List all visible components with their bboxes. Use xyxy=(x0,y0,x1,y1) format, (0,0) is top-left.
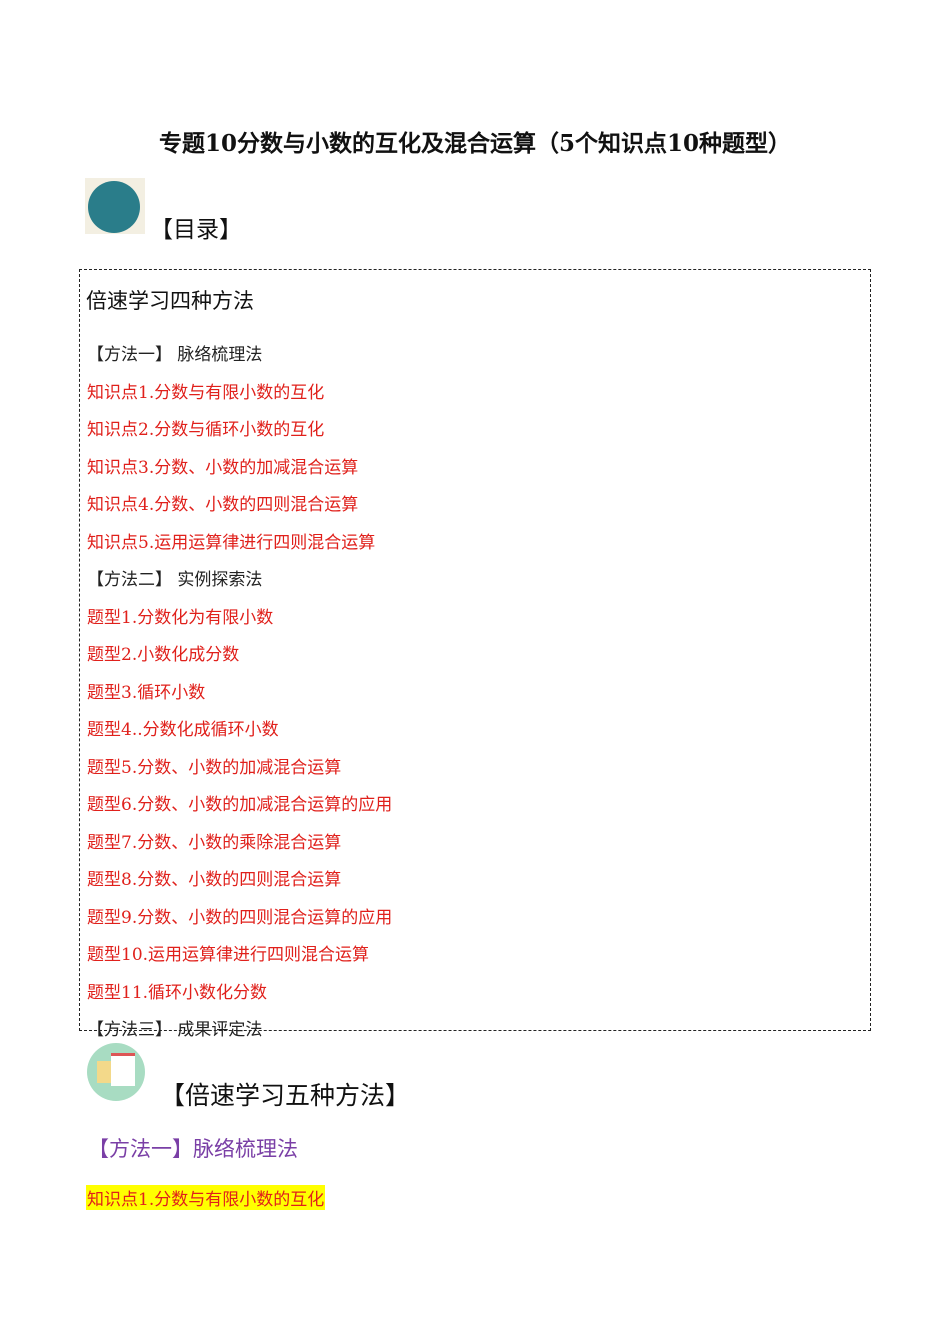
toc-link-type[interactable]: 题型10.运用运算律进行四则混合运算 xyxy=(87,945,370,965)
toc-method2: 【方法二】 实例探索法 xyxy=(87,570,263,590)
toc-link-knowledge[interactable]: 知识点5.运用运算律进行四则混合运算 xyxy=(87,532,376,553)
toc-link-type[interactable]: 题型6.分数、小数的加减混合运算的应用 xyxy=(87,795,393,815)
toc-link-type[interactable]: 题型7.分数、小数的乘除混合运算 xyxy=(87,832,342,853)
toc-link-type[interactable]: 题型3.循环小数 xyxy=(87,682,206,703)
toc-box-title: 倍速学习四种方法 xyxy=(86,289,254,313)
toc-heading: 【目录】 xyxy=(150,217,242,243)
highlighted-knowledge-item: 知识点1.分数与有限小数的互化 xyxy=(86,1185,326,1210)
toc-link-knowledge[interactable]: 知识点2.分数与循环小数的互化 xyxy=(87,420,325,440)
toc-link-knowledge[interactable]: 知识点4.分数、小数的四则混合运算 xyxy=(87,495,359,515)
toc-link-knowledge[interactable]: 知识点3.分数、小数的加减混合运算 xyxy=(87,457,359,478)
toc-link-type[interactable]: 题型5.分数、小数的加减混合运算 xyxy=(87,757,342,778)
toc-link-type[interactable]: 题型2.小数化成分数 xyxy=(87,645,240,665)
folder-icon xyxy=(87,1043,145,1101)
toc-link-type[interactable]: 题型11.循环小数化分数 xyxy=(87,982,268,1003)
document-title: 专题10分数与小数的互化及混合运算（5个知识点10种题型） xyxy=(158,130,792,157)
toc-box xyxy=(79,269,871,1031)
toc-link-type[interactable]: 题型4..分数化成循环小数 xyxy=(87,720,279,740)
section-method1: 【方法一】脉络梳理法 xyxy=(88,1137,298,1161)
toc-method3: 【方法三】 成果评定法 xyxy=(87,1020,263,1040)
section-heading: 【倍速学习五种方法】 xyxy=(160,1081,411,1110)
stationery-icon xyxy=(85,178,145,234)
toc-link-type[interactable]: 题型8.分数、小数的四则混合运算 xyxy=(87,870,342,890)
toc-link-knowledge[interactable]: 知识点1.分数与有限小数的互化 xyxy=(87,382,325,403)
toc-link-type[interactable]: 题型1.分数化为有限小数 xyxy=(87,607,274,628)
toc-method1: 【方法一】 脉络梳理法 xyxy=(87,345,263,365)
toc-link-type[interactable]: 题型9.分数、小数的四则混合运算的应用 xyxy=(87,907,393,928)
